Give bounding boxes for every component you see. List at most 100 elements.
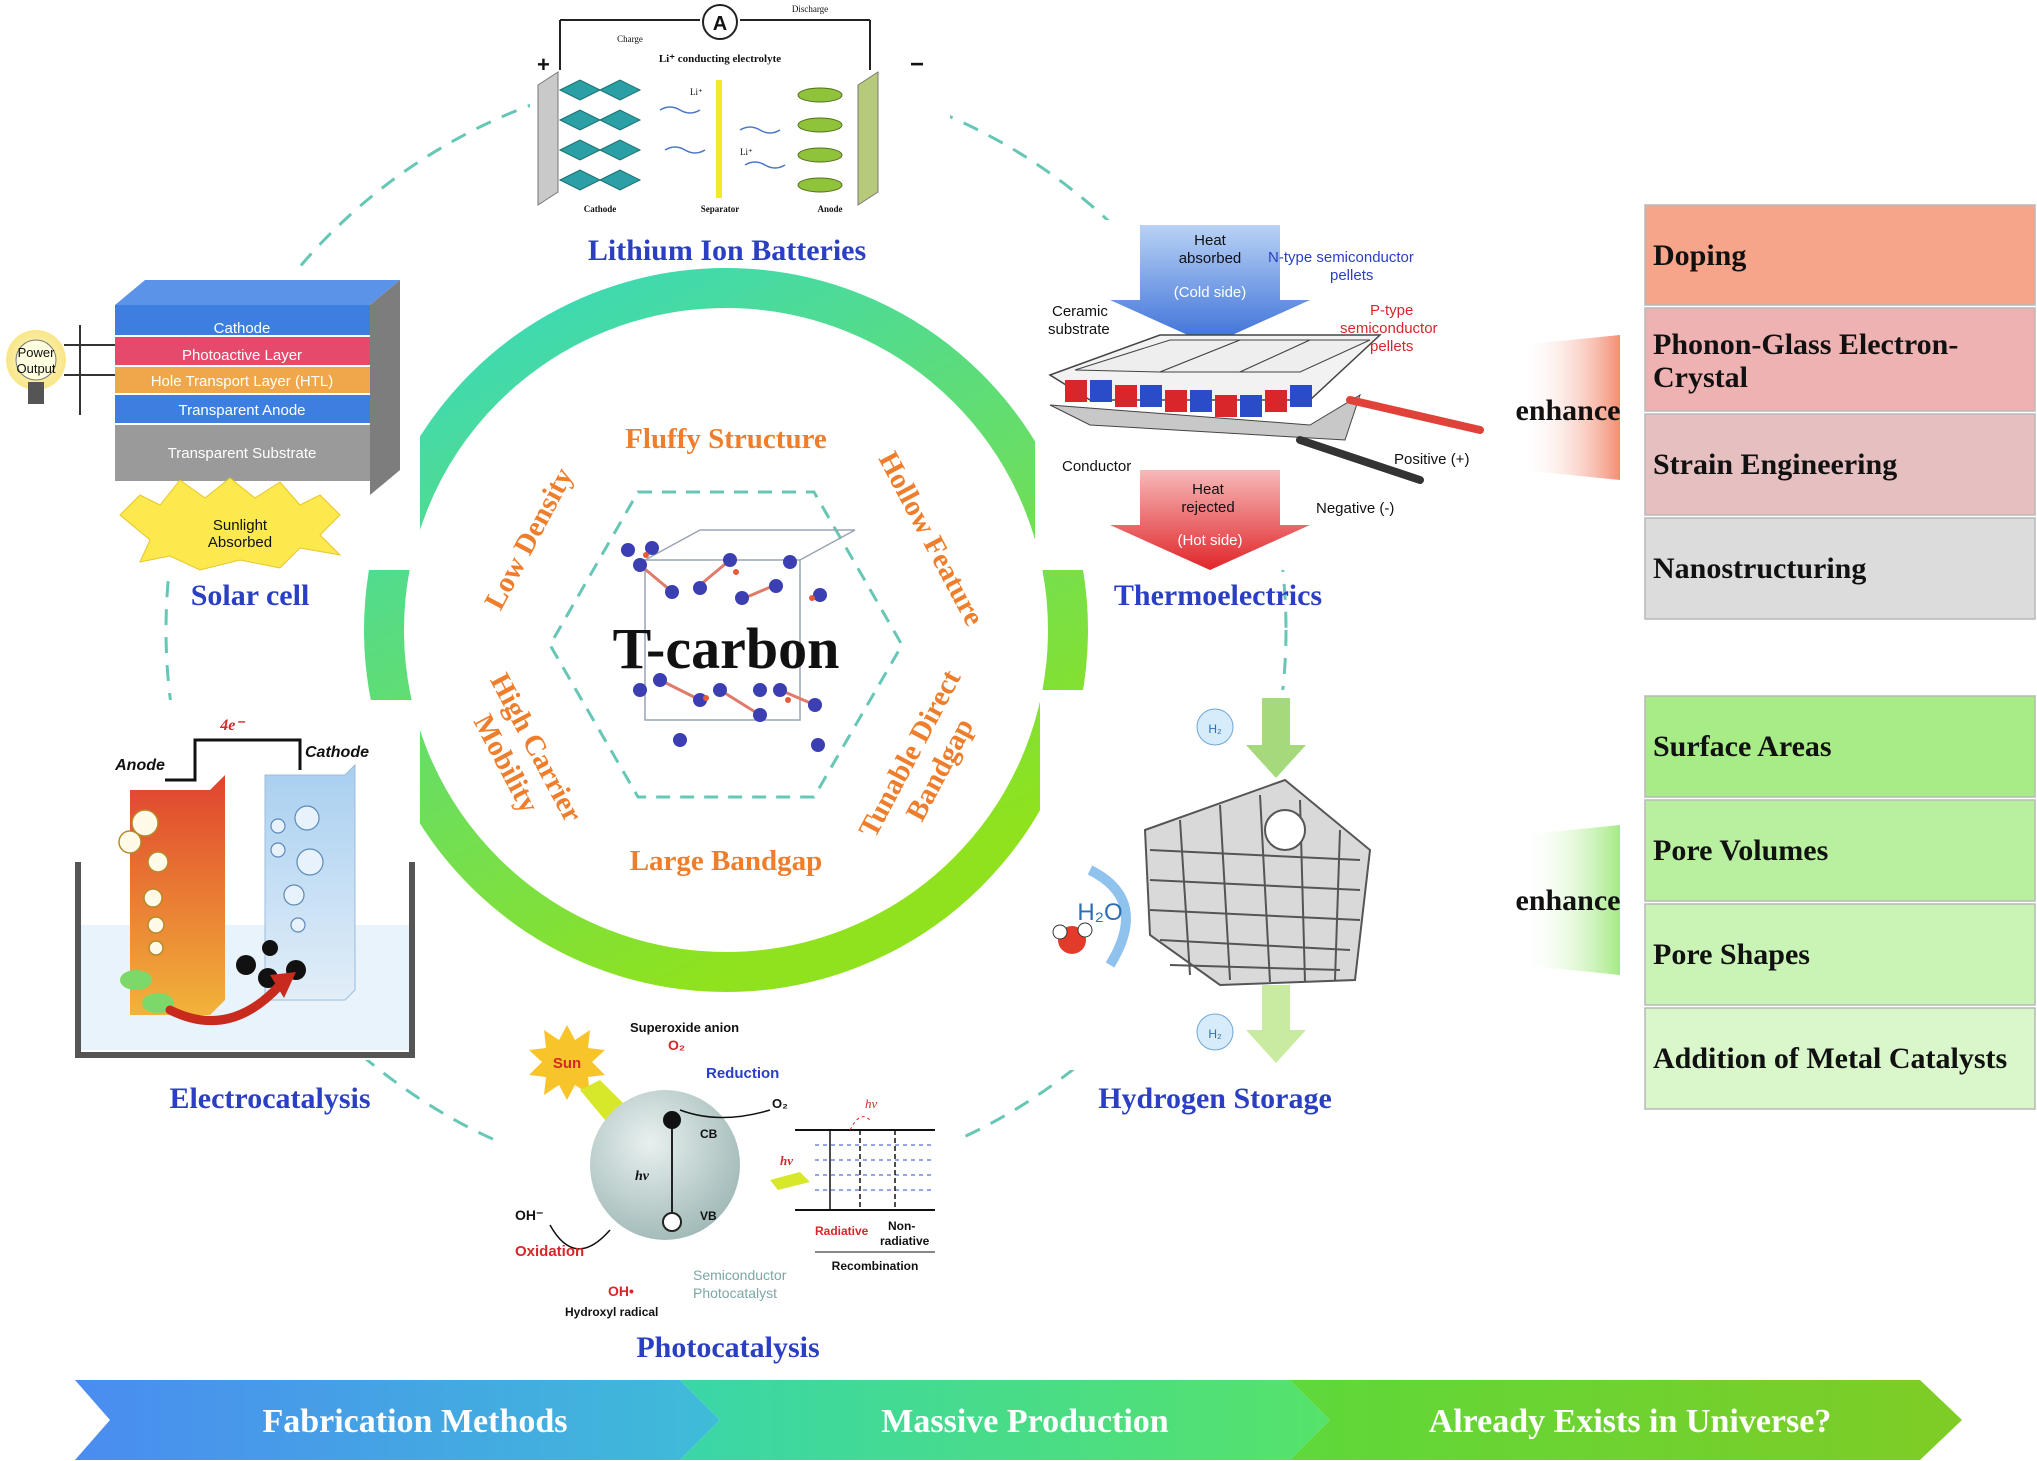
enhance-item-strain: Strain Engineering bbox=[1653, 448, 1897, 481]
nonradiative-line2: radiative bbox=[880, 1234, 930, 1248]
electrons-label: 4e⁻ bbox=[219, 717, 245, 734]
battery-charge-label: Charge bbox=[617, 34, 643, 44]
enhance-box-pore-volumes bbox=[1644, 799, 2036, 902]
property-fluffy-structure: Fluffy Structure bbox=[625, 423, 827, 455]
center-title: T-carbon bbox=[613, 616, 840, 681]
semiconductor-line2: Photocatalyst bbox=[693, 1285, 777, 1301]
enhance-box-pore-shapes bbox=[1644, 903, 2036, 1006]
hydroxyl-radical-label: Hydroxyl radical bbox=[565, 1305, 658, 1319]
conductor-label: Conductor bbox=[1062, 458, 1131, 475]
challenge-arrow-1 bbox=[75, 1380, 720, 1460]
battery-anode-label: Anode bbox=[817, 204, 842, 214]
solar-layer-4: Transparent Anode bbox=[178, 402, 305, 419]
battery-plus: + bbox=[537, 52, 550, 77]
recombination-diagram: hν hν Radiative Non- radiative Recombina… bbox=[770, 1096, 935, 1273]
battery-minus: − bbox=[910, 51, 924, 78]
hot-side-label: (Hot side) bbox=[1177, 532, 1242, 549]
heat-absorbed-line1: Heat bbox=[1194, 232, 1227, 249]
ammeter-label: A bbox=[713, 13, 727, 35]
ceramic-line1: Ceramic bbox=[1052, 303, 1108, 320]
battery-discharge-label: Discharge bbox=[792, 4, 828, 14]
n-type-line1: N-type semiconductor bbox=[1268, 249, 1414, 266]
challenge-band: Fabrication Methods Massive Production A… bbox=[75, 1380, 1962, 1460]
superoxide-o2-label: O₂ bbox=[668, 1037, 685, 1053]
p-type-line2: semiconductor bbox=[1340, 320, 1438, 337]
photocatalysis-illustration: Sun CB VB hν Superoxide anion O₂ Reducti… bbox=[500, 1000, 960, 1325]
positive-label: Positive (+) bbox=[1394, 451, 1469, 468]
enhance-box-strain bbox=[1644, 413, 2036, 516]
p-type-line1: P-type bbox=[1370, 302, 1413, 319]
enhance-label-top: enhance bbox=[1516, 394, 1621, 427]
solar-layer-1: Cathode bbox=[214, 320, 271, 337]
vb-label: VB bbox=[700, 1209, 717, 1223]
sunlight-burst bbox=[119, 477, 342, 571]
enhance-thermo-group: enhance Doping Phonon-Glass Electron- Cr… bbox=[1516, 204, 2036, 620]
framework-mesh bbox=[1143, 778, 1372, 987]
battery-illustration: A Discharge Charge Li⁺ conducting electr… bbox=[530, 0, 950, 220]
power-output-line2: Output bbox=[16, 361, 55, 376]
battery-ion-1: Li⁺ bbox=[690, 87, 703, 97]
enhance-box-phonon-glass bbox=[1644, 307, 2036, 412]
solar-cell-illustration: Power Output Cathode Photoactive Layer H… bbox=[0, 270, 420, 571]
anode-label: Anode bbox=[114, 757, 165, 774]
solar-layer-2: Photoactive Layer bbox=[182, 347, 302, 364]
enhance-item-phonon-line2: Crystal bbox=[1653, 361, 1748, 394]
enhance-item-metal-catalysts: Addition of Metal Catalysts bbox=[1653, 1042, 2007, 1075]
challenge-arrow-2 bbox=[680, 1380, 1330, 1460]
h2-bubble-top: H₂ bbox=[1208, 722, 1222, 736]
battery-ion-2: Li⁺ bbox=[740, 147, 753, 157]
enhance-hydrogen-group: enhance Surface Areas Pore Volumes Pore … bbox=[1516, 695, 2036, 1110]
challenge-production: Massive Production bbox=[881, 1403, 1169, 1440]
h2-bubble-bottom: H₂ bbox=[1208, 1027, 1222, 1041]
app-photocatalysis: Photocatalysis bbox=[636, 1331, 819, 1364]
solar-layer-3: Hole Transport Layer (HTL) bbox=[151, 373, 334, 390]
hv-label: hν bbox=[635, 1169, 650, 1184]
negative-label: Negative (-) bbox=[1316, 500, 1394, 517]
oh-minus-label: OH⁻ bbox=[515, 1207, 543, 1223]
n-type-line2: pellets bbox=[1330, 267, 1373, 284]
heat-rejected-line1: Heat bbox=[1192, 481, 1225, 498]
hv-emission-label: hν bbox=[865, 1096, 878, 1111]
ceramic-line2: substrate bbox=[1048, 321, 1110, 338]
superoxide-label: Superoxide anion bbox=[630, 1020, 739, 1035]
enhance-item-nanostructuring: Nanostructuring bbox=[1653, 552, 1866, 585]
battery-separator-label: Separator bbox=[701, 204, 740, 214]
thermoelectric-illustration: Heat absorbed (Cold side) N-type semicon… bbox=[1035, 220, 1495, 570]
enhance-item-pore-volumes: Pore Volumes bbox=[1653, 834, 1828, 867]
challenge-fabrication: Fabrication Methods bbox=[262, 1403, 567, 1440]
reduction-label: Reduction bbox=[706, 1065, 779, 1082]
nonradiative-line1: Non- bbox=[888, 1219, 915, 1233]
hv-absorb-label: hν bbox=[780, 1153, 793, 1168]
oh-radical-label: OH• bbox=[608, 1283, 634, 1299]
sun-icon bbox=[529, 1025, 605, 1100]
center-hexagon bbox=[548, 490, 904, 799]
app-lithium-ion-batteries: Lithium Ion Batteries bbox=[588, 234, 866, 267]
enhance-item-doping: Doping bbox=[1653, 239, 1746, 272]
app-solar-cell: Solar cell bbox=[191, 579, 310, 612]
cb-label: CB bbox=[700, 1127, 718, 1141]
enhance-box-nanostructuring bbox=[1644, 517, 2036, 620]
heat-rejected-line2: rejected bbox=[1181, 499, 1234, 516]
power-output-line1: Power bbox=[18, 345, 56, 360]
sun-label: Sun bbox=[553, 1055, 581, 1072]
electrocatalysis-illustration: 4e⁻ Anode Cathode bbox=[70, 700, 420, 1060]
enhance-box-surface-areas bbox=[1644, 695, 2036, 798]
p-type-line3: pellets bbox=[1370, 338, 1413, 355]
battery-electrolyte-label: Li⁺ conducting electrolyte bbox=[659, 53, 781, 65]
cathode-label: Cathode bbox=[305, 744, 369, 761]
radiative-label: Radiative bbox=[815, 1224, 869, 1238]
oxidation-label: Oxidation bbox=[515, 1243, 584, 1260]
hydrogen-storage-illustration: H₂ H₂ H₂O bbox=[1040, 690, 1390, 1070]
t-carbon-crystal bbox=[621, 529, 856, 752]
heat-absorbed-line2: absorbed bbox=[1179, 250, 1242, 267]
recombination-label: Recombination bbox=[832, 1259, 919, 1273]
battery-cathode-label: Cathode bbox=[584, 204, 617, 214]
solar-layer-5: Transparent Substrate bbox=[168, 445, 317, 462]
sunlight-line1: Sunlight bbox=[213, 517, 268, 534]
enhance-item-pore-shapes: Pore Shapes bbox=[1653, 938, 1810, 971]
enhance-item-phonon-line1: Phonon-Glass Electron- bbox=[1653, 328, 1958, 361]
h2o-label: H₂O bbox=[1077, 899, 1122, 926]
challenge-universe: Already Exists in Universe? bbox=[1429, 1403, 1832, 1440]
app-thermoelectrics: Thermoelectrics bbox=[1114, 579, 1322, 612]
